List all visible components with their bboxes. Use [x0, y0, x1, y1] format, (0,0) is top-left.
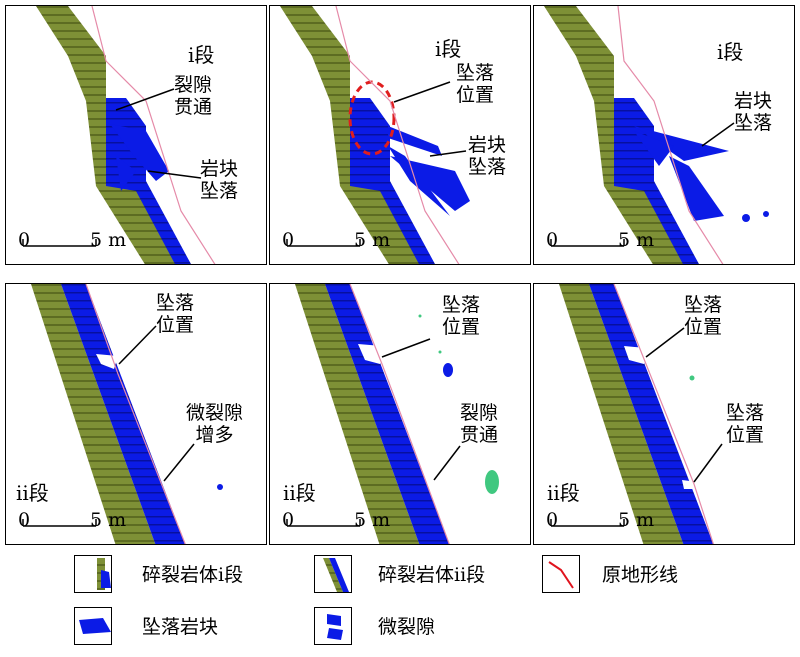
- scale-zero: 0: [282, 509, 295, 531]
- panel-row2-col2: 坠落 位置 裂隙 贯通 ii段 0 5 m: [269, 283, 531, 545]
- scale-length: 5 m: [618, 229, 655, 251]
- legend-label-micro-crack: 微裂隙: [378, 616, 436, 638]
- annotation-fall-position: 坠落 位置: [442, 294, 480, 338]
- legend-swatch-micro-crack: [314, 607, 352, 645]
- annotation-fall-position: 坠落 位置: [726, 402, 764, 446]
- rock-slope-diagram: [544, 6, 769, 264]
- panel-row1-col3: i段 岩块 坠落 0 5 m: [533, 5, 795, 265]
- panel-row2-col3: 坠落 位置 坠落 位置 ii段 0 5 m: [533, 283, 795, 545]
- scale-zero: 0: [546, 509, 559, 531]
- annotation-line1: 坠落: [684, 294, 723, 316]
- annotation-fall-position: 坠落 位置: [156, 292, 194, 336]
- annotation-line2: 位置: [726, 424, 765, 446]
- annotation-line2: 坠落: [468, 156, 507, 178]
- annotation-fall-position: 坠落 位置: [456, 62, 494, 106]
- annotation-fall-position: 坠落 位置: [684, 294, 722, 338]
- segment-label: i段: [188, 43, 215, 67]
- annotation-line2: 贯通: [460, 424, 499, 446]
- annotation-line2: 坠落: [200, 180, 239, 202]
- annotation-line1: 坠落: [442, 294, 481, 316]
- legend-label-rock-ii: 碎裂岩体ii段: [378, 564, 486, 586]
- segment-label: ii段: [283, 481, 316, 505]
- panel-row2-col1: 坠落 位置 微裂隙 增多 ii段 0 5 m: [5, 283, 267, 545]
- rock-slope-diagram: [550, 284, 723, 544]
- scale-zero: 0: [282, 229, 295, 251]
- segment-label: i段: [717, 40, 744, 64]
- annotation-block-fall: 岩块 坠落: [734, 90, 772, 134]
- rock-slope-diagram: [280, 6, 470, 264]
- annotation-line1: 坠落: [726, 402, 765, 424]
- annotation-line2: 坠落: [734, 112, 773, 134]
- annotation-line1: 微裂隙: [186, 402, 244, 424]
- scale-length: 5 m: [354, 509, 391, 531]
- annotation-line2: 位置: [684, 316, 723, 338]
- segment-label: ii段: [16, 481, 49, 505]
- dashed-ellipse-marker: [348, 80, 396, 156]
- scale-length: 5 m: [354, 229, 391, 251]
- scale-length: 5 m: [90, 229, 127, 251]
- rock-slope-diagram: [22, 6, 216, 264]
- annotation-line1: 坠落: [156, 292, 195, 314]
- legend-label-rock-i: 碎裂岩体i段: [142, 564, 244, 586]
- annotation-block-fall: 岩块 坠落: [468, 134, 506, 178]
- legend-swatch-fallen-block: [74, 607, 112, 645]
- annotation-crack-through: 裂隙 贯通: [174, 74, 212, 118]
- annotation-line2: 位置: [442, 316, 481, 338]
- annotation-line1: 裂隙: [460, 402, 499, 424]
- annotation-line1: 坠落: [456, 62, 495, 84]
- scale-length: 5 m: [90, 509, 127, 531]
- annotation-line1: 岩块: [200, 158, 239, 180]
- annotation-block-fall: 岩块 坠落: [200, 158, 238, 202]
- legend-swatch-rock-ii: [314, 555, 352, 593]
- annotation-line2: 位置: [456, 84, 495, 106]
- panel-row1-col2: i段 坠落 位置 岩块 坠落 0 5 m: [269, 5, 531, 265]
- legend-swatch-rock-i: [74, 555, 112, 593]
- legend: 碎裂岩体i段 碎裂岩体ii段 原地形线 坠落岩块 微裂隙: [62, 552, 762, 652]
- scale-zero: 0: [546, 229, 559, 251]
- panel-row1-col1: i段 裂隙 贯通 岩块 坠落 0 5 m: [5, 5, 267, 265]
- rock-slope-diagram: [22, 284, 223, 544]
- annotation-line1: 裂隙: [174, 74, 213, 96]
- legend-label-fallen-block: 坠落岩块: [142, 616, 219, 638]
- annotation-line2: 位置: [156, 314, 195, 336]
- segment-label: i段: [435, 37, 462, 61]
- scale-zero: 0: [18, 229, 31, 251]
- legend-swatch-original-line: [542, 555, 580, 593]
- scale-length: 5 m: [618, 509, 655, 531]
- legend-label-original-line: 原地形线: [602, 564, 679, 586]
- scale-zero: 0: [18, 509, 31, 531]
- annotation-crack-through: 裂隙 贯通: [460, 402, 498, 446]
- annotation-line2: 贯通: [174, 96, 213, 118]
- rock-slope-diagram: [286, 284, 499, 544]
- segment-label: ii段: [547, 481, 580, 505]
- annotation-line1: 岩块: [468, 134, 507, 156]
- annotation-line1: 岩块: [734, 90, 773, 112]
- annotation-line2: 增多: [195, 424, 234, 446]
- annotation-microcrack-increase: 微裂隙 增多: [186, 402, 243, 446]
